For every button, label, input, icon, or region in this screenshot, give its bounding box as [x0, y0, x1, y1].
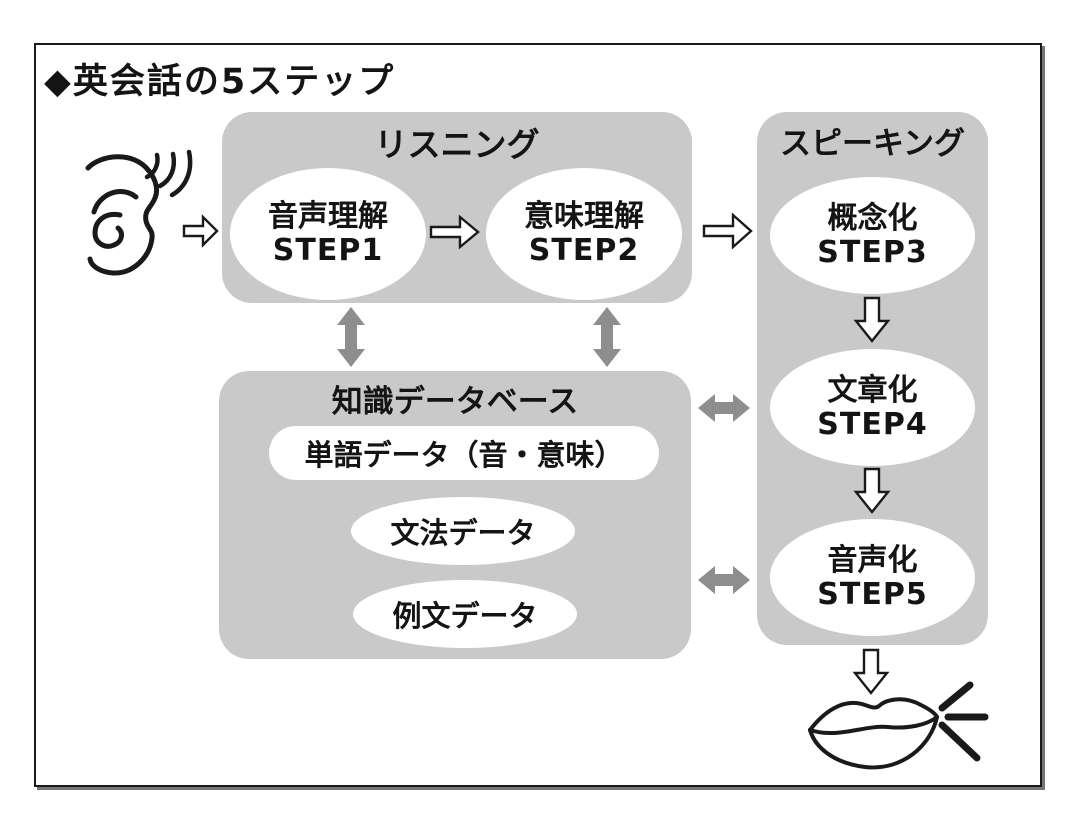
example-data-ellipse: 例文データ	[353, 580, 577, 648]
step1-name: 音声理解	[268, 199, 388, 235]
step1-number: STEP1	[272, 233, 384, 268]
arrow-listening-to-speaking-icon	[702, 212, 753, 250]
step5-number: STEP5	[817, 576, 928, 612]
listening-label: リスニング	[374, 125, 540, 164]
knowledge-label: 知識データベース	[331, 384, 579, 420]
ear-icon	[85, 149, 193, 276]
step3-node: 概念化 STEP3	[770, 177, 975, 294]
mouth-icon	[808, 681, 989, 770]
step2-name: 意味理解	[524, 199, 644, 235]
arrow-step1-to-step2-icon	[429, 214, 480, 250]
step3-number: STEP3	[817, 234, 928, 270]
arrow-listening-knowledge-right-icon	[593, 307, 621, 367]
step4-name: 文章化	[827, 372, 918, 408]
word-data-pill: 単語データ（音・意味）	[269, 426, 659, 480]
step1-node: 音声理解 STEP1	[230, 168, 426, 300]
arrow-knowledge-speaking-bottom-icon	[698, 566, 750, 594]
step2-node: 意味理解 STEP2	[486, 168, 682, 300]
step5-name: 音声化	[827, 542, 918, 578]
arrow-step4-to-step5-icon	[853, 467, 891, 514]
diagram-title: ◆英会話の5ステップ	[44, 62, 396, 102]
grammar-data-ellipse: 文法データ	[351, 497, 575, 565]
step5-node: 音声化 STEP5	[770, 519, 975, 636]
arrow-step3-to-step4-icon	[853, 296, 891, 343]
arrow-knowledge-speaking-top-icon	[698, 394, 750, 422]
step4-node: 文章化 STEP4	[770, 349, 975, 466]
arrow-listening-knowledge-left-icon	[337, 307, 365, 367]
speaking-label: スピーキング	[779, 126, 966, 162]
step3-name: 概念化	[827, 200, 918, 236]
arrow-ear-to-listening-icon	[182, 214, 219, 248]
step2-number: STEP2	[528, 233, 640, 268]
step4-number: STEP4	[817, 406, 928, 442]
arrow-step5-to-mouth-icon	[852, 648, 890, 695]
